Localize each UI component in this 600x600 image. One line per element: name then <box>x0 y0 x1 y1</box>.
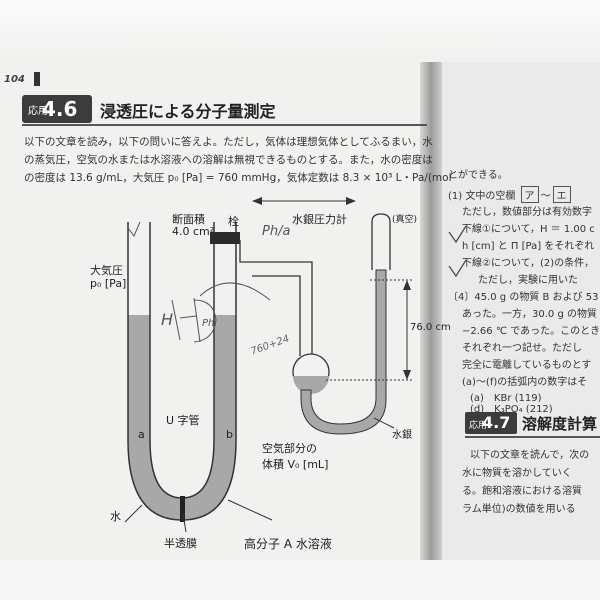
manometer-label: 水銀圧力計 <box>292 213 347 226</box>
side-a-label: a <box>138 428 145 441</box>
section-2-badge: 応用 4.7 <box>465 412 517 434</box>
stopper-label: 栓 <box>228 215 239 228</box>
right-line-q1-6: ただし，実験に用いた <box>478 275 578 286</box>
membrane-label: 半透膜 <box>164 537 197 550</box>
handwritten-scribble-h <box>171 297 201 343</box>
right-item-d: (d) K₃PO₄ (212) <box>470 404 553 415</box>
handwritten-check <box>127 221 141 237</box>
right-line-q1-3: 下線①について，H ＝ 1.00 c <box>462 224 595 235</box>
handwritten-bracket <box>193 299 217 343</box>
blank-box-e: エ <box>552 186 571 203</box>
page-number-bar <box>34 72 40 86</box>
connecting-tube <box>239 240 313 356</box>
air-volume-label-2: 体積 V₀ [mL] <box>262 458 329 471</box>
leader-solution <box>227 499 273 521</box>
right-page <box>428 62 600 562</box>
side-b-label: b <box>226 428 233 441</box>
u-tube-label: U 字管 <box>166 414 200 427</box>
cross-section-area: 4.0 cm² <box>172 225 215 238</box>
height-label: 76.0 cm <box>410 322 451 333</box>
mercury-tube <box>300 269 387 435</box>
handwritten-h: H <box>161 310 174 329</box>
section-2-title: 溶解度計算 <box>522 415 598 433</box>
right-question-1: (1) 文中の空欄 ア～エ <box>448 186 573 203</box>
section-badge-label: 応用 <box>28 106 48 117</box>
solution-label: 高分子 A 水溶液 <box>244 537 332 551</box>
right-line-q4-1: 〔4〕45.0 g の物質 B および 53 <box>448 292 599 303</box>
background-bottom <box>0 560 600 600</box>
section-2-badge-label: 応用 <box>469 421 488 431</box>
section-2-badge-number: 4.7 <box>482 413 511 432</box>
height-arrow-head-bottom <box>403 370 411 380</box>
right-line-q1-2: ただし，数値部分は有効数字 <box>462 207 592 218</box>
atmospheric-pressure-value: p₀ [Pa] <box>90 277 127 290</box>
q1-text: 文中の空欄 <box>465 191 516 202</box>
right-line-q4-5: 完全に電離しているものとす <box>462 360 592 371</box>
right-line-q1-4: h [cm] と Π [Pa] をそれぞれ <box>462 241 595 252</box>
body-text-line-3: の密度は 13.6 g/mL，大気圧 p₀ [Pa] = 760 mmHg，気体… <box>24 172 452 184</box>
u-tube-inner-wall <box>149 222 215 499</box>
q1-number: (1) <box>448 191 463 202</box>
leader-water <box>124 504 143 523</box>
right-line-q4-6: (a)〜(f)の括弧内の数字はそ <box>462 377 588 388</box>
atmospheric-pressure-label: 大気圧 <box>90 264 123 277</box>
body-text-line-2: の蒸気圧，空気の水または水溶液への溶解は無視できるものとする。また，水の密度は <box>24 154 433 166</box>
body-text-line-1: 以下の文章を読み，以下の問いに答えよ。ただし，気体は理想気体としてふるまい，水 <box>24 136 433 148</box>
section-badge-number: 4.6 <box>42 97 78 121</box>
handwritten-ph: Ph <box>202 318 215 329</box>
height-arrow-head-top <box>403 280 411 290</box>
tilde: ～ <box>540 191 551 202</box>
vacuum-label: (真空) <box>392 215 418 225</box>
leader-mercury <box>373 417 395 429</box>
leader-membrane <box>182 513 187 533</box>
blank-box-a: ア <box>520 186 539 203</box>
air-volume-label-1: 空気部分の <box>262 442 317 455</box>
section-underline <box>22 124 427 126</box>
right-para2-line-1: 以下の文章を読んで，次の <box>470 450 590 461</box>
right-page-check-mark-1 <box>448 225 467 244</box>
section-2-underline <box>465 436 600 438</box>
right-line-0: とができる。 <box>448 170 508 181</box>
page-number: 104 <box>4 74 25 85</box>
right-para2-line-3: る。飽和溶液における溶質 <box>462 486 582 497</box>
vacuum-tube-top <box>371 213 391 270</box>
section-badge: 応用 4.6 <box>22 95 92 123</box>
mercury-label: 水銀 <box>392 430 412 441</box>
cross-section-label: 断面積 <box>172 213 205 226</box>
section-title: 浸透圧による分子量測定 <box>100 102 276 121</box>
right-item-d-row: (d) K₃PO₄ (212) <box>470 400 553 415</box>
section-header: 応用 4.6 浸透圧による分子量測定 <box>22 95 427 126</box>
manometer-arrow-head-left <box>252 197 262 205</box>
right-item-a: (a) KBr (119) <box>470 393 542 404</box>
water-label: 水 <box>110 510 121 523</box>
right-line-q4-2: あった。一方，30.0 g の物質 <box>462 309 597 320</box>
right-line-q4-4: それぞれ一つ記せ。ただし <box>462 343 582 354</box>
right-para2-line-2: 水に物質を溶かしていく <box>462 468 572 479</box>
handwritten-curve <box>199 282 271 301</box>
right-line-q4-3: −2.66 ℃ であった。このとき <box>462 326 600 337</box>
semipermeable-membrane <box>180 496 185 522</box>
book-gutter <box>420 62 442 562</box>
right-page-check-mark-2 <box>448 259 467 278</box>
right-para2-line-4: ラム単位)の数値を用いる <box>462 504 576 515</box>
handwritten-pha: Ph/a <box>262 224 291 239</box>
manometer-arrow-head-right <box>346 197 356 205</box>
stopper <box>210 232 240 244</box>
right-line-q1-5: 下線②について，(2)の条件， <box>462 258 595 269</box>
